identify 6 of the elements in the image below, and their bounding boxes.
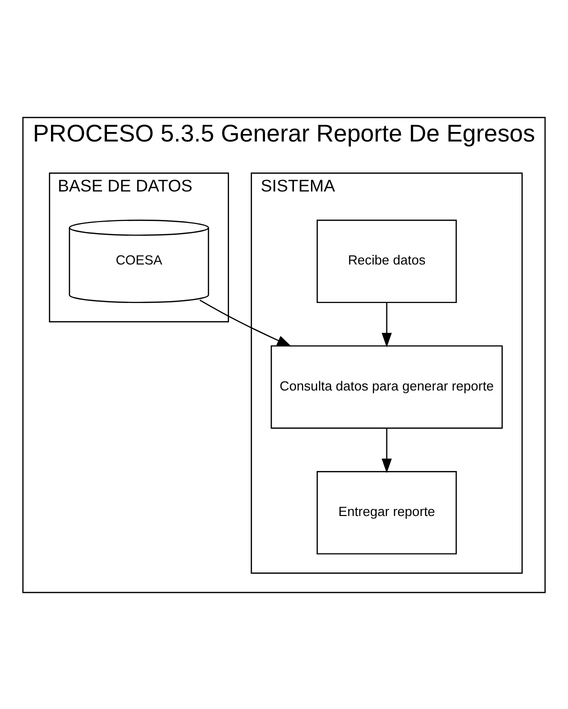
arrow (382, 428, 392, 473)
arrow (382, 302, 392, 347)
arrow (200, 299, 292, 346)
node-box: Recibe datos (316, 219, 457, 303)
node-box: Entregar reporte (316, 470, 457, 554)
node-box: Consulta datos para generar reporte (270, 344, 503, 428)
